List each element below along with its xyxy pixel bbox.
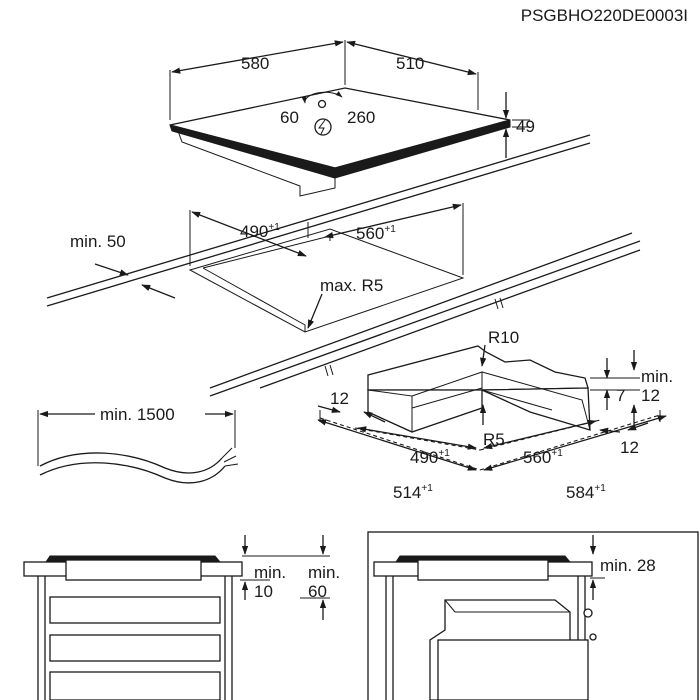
section-space-min-label: min. (308, 563, 340, 582)
mounting-frame-illustration (367, 345, 591, 433)
frame-inner-depth-label: 560+1 (523, 448, 563, 467)
power-connection-icon (314, 118, 332, 136)
hob-width-label: 580 (241, 54, 269, 73)
frame-inner-width-label: 490+1 (410, 448, 450, 467)
mains-cable-illustration (39, 447, 239, 484)
frame-rim-right-label: 12 (620, 438, 639, 457)
edge-clearance-label: min. 50 (70, 232, 126, 251)
frame-outer-depth-label: 584+1 (566, 483, 606, 502)
frame-rim-left-label: 12 (330, 389, 349, 408)
section-gap-value: 10 (254, 582, 273, 601)
cable-left-angle-label: 60 (280, 108, 299, 127)
cutout-depth-label: 560+1 (356, 224, 396, 243)
section-space-value: 60 (308, 582, 327, 601)
cutout-radius-label: max. R5 (320, 276, 383, 295)
frame-min-value: 12 (641, 386, 660, 405)
frame-inner-radius-label: R5 (483, 430, 505, 449)
frame-outer-width-label: 514+1 (393, 483, 433, 502)
hob-depth-label: 510 (396, 54, 424, 73)
section-oven-illustration (367, 531, 699, 700)
frame-outer-radius-label: R10 (488, 328, 519, 347)
cable-length-label: min. 1500 (100, 405, 175, 424)
section-gap-min-label: min. (254, 563, 286, 582)
cutout-width-label: 490+1 (240, 222, 280, 241)
hob-illustration (169, 87, 511, 197)
document-code: PSGBHO220DE0003I (521, 6, 688, 25)
frame-step-label: 7 (616, 386, 625, 405)
section-drawer-illustration (23, 555, 243, 700)
section-clearance-label: min. 28 (600, 556, 656, 575)
hob-height-label: 49 (516, 117, 535, 136)
cable-right-angle-label: 260 (347, 108, 375, 127)
frame-min-label: min. (641, 367, 673, 386)
